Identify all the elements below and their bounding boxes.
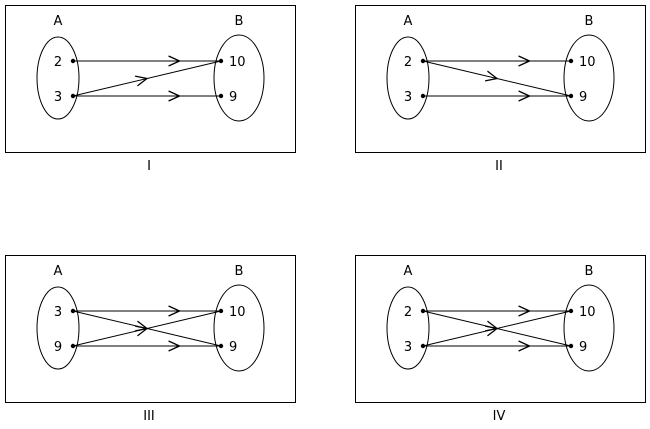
- set-a-element: 3: [54, 305, 62, 320]
- set-a-label: A: [404, 264, 413, 279]
- set-b-label: B: [585, 264, 594, 279]
- set-b-element: 10: [579, 55, 596, 70]
- diagram-panel-1: A B 2 3 10 9I: [5, 5, 296, 174]
- arrowhead: [518, 55, 532, 67]
- set-b-element: 10: [229, 305, 246, 320]
- set-b-element: 9: [229, 90, 237, 105]
- set-a-element: 3: [54, 90, 62, 105]
- set-a-oval: [386, 286, 430, 370]
- set-b-oval: [213, 34, 265, 122]
- set-a-oval: [36, 36, 80, 120]
- arrowhead: [518, 90, 532, 102]
- set-b-label: B: [235, 14, 244, 29]
- set-a-element: 2: [404, 55, 412, 70]
- set-b-oval: [563, 34, 615, 122]
- diagram-caption: II: [495, 159, 503, 174]
- set-b-element: 9: [229, 340, 237, 355]
- arrowhead: [518, 340, 532, 352]
- arrowhead: [168, 55, 182, 67]
- set-b-label: B: [585, 14, 594, 29]
- set-a-label: A: [54, 264, 63, 279]
- arrowhead: [518, 305, 532, 317]
- panel-frame: [5, 255, 296, 403]
- set-b-oval: [213, 284, 265, 372]
- diagram-panel-2: A B 2 3 10 9II: [355, 5, 646, 174]
- arrowhead: [135, 325, 149, 337]
- set-b-element: 10: [579, 305, 596, 320]
- set-a-element: 9: [54, 340, 62, 355]
- arrowhead: [485, 325, 499, 337]
- set-a-element: 3: [404, 90, 412, 105]
- diagram-caption: IV: [493, 409, 506, 424]
- set-b-oval: [563, 284, 615, 372]
- arrowhead: [168, 305, 182, 317]
- set-a-element: 2: [404, 305, 412, 320]
- arrowhead: [135, 75, 149, 87]
- arrowhead: [168, 340, 182, 352]
- set-b-element: 9: [579, 340, 587, 355]
- panel-frame: [355, 5, 646, 153]
- arrowhead: [168, 90, 182, 102]
- panel-frame: [355, 255, 646, 403]
- set-a-oval: [386, 36, 430, 120]
- diagram-caption: III: [143, 409, 155, 424]
- set-b-label: B: [235, 264, 244, 279]
- diagram-panel-4: A B 2 3 10 9IV: [355, 255, 646, 424]
- set-b-element: 10: [229, 55, 246, 70]
- panel-frame: [5, 5, 296, 153]
- set-a-oval: [36, 286, 80, 370]
- arrowhead: [485, 70, 499, 82]
- set-a-element: 3: [404, 340, 412, 355]
- set-a-label: A: [404, 14, 413, 29]
- set-a-label: A: [54, 14, 63, 29]
- diagram-caption: I: [147, 159, 151, 174]
- set-b-element: 9: [579, 90, 587, 105]
- set-a-element: 2: [54, 55, 62, 70]
